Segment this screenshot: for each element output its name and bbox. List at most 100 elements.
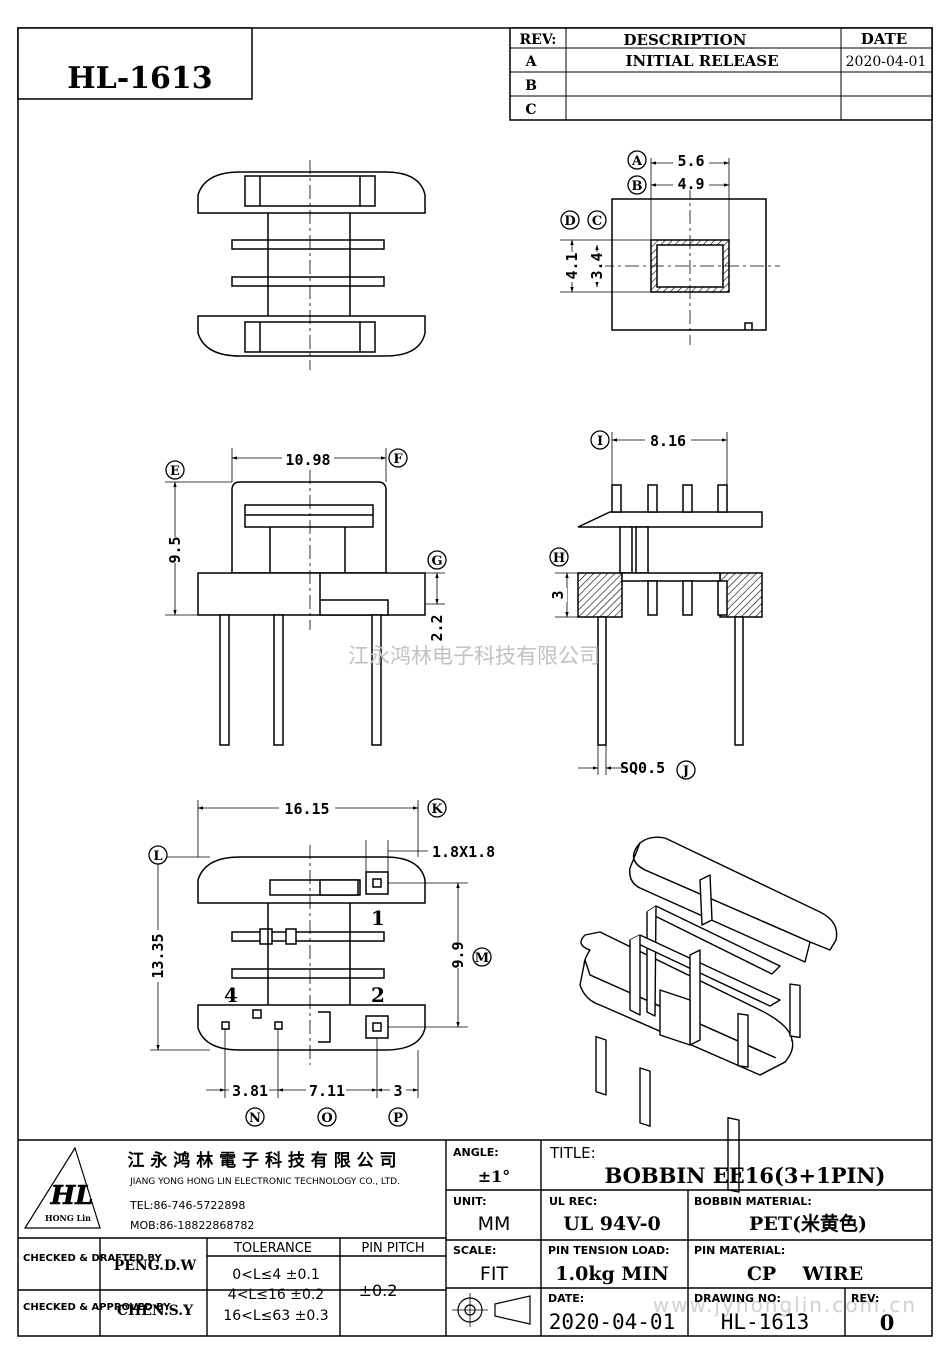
svg-text:A: A	[631, 154, 643, 169]
logo-letters: HL	[50, 1181, 94, 1211]
bottom-view	[197, 845, 426, 1065]
section-view-labels: 8.16 3 SQ0.5	[549, 432, 691, 777]
callout-markers: A B C D E F G H I J K L M N O P	[148, 150, 696, 1127]
unit-label: UNIT:	[453, 1195, 487, 1208]
ul-label: UL REC:	[549, 1195, 597, 1208]
tension-value: 1.0kg MIN	[555, 1263, 668, 1285]
pin-number-1: 1	[371, 906, 385, 930]
drawing-no-label: DRAWING NO:	[694, 1292, 781, 1305]
dim-c: 3.4	[588, 252, 606, 279]
tension-label: PIN TENSION LOAD:	[548, 1244, 670, 1257]
callout-j: J	[676, 760, 696, 780]
callout-i: I	[590, 430, 610, 450]
svg-text:N: N	[249, 1111, 261, 1126]
dim-a: 5.6	[677, 152, 704, 170]
svg-text:I: I	[597, 434, 603, 449]
svg-text:B: B	[632, 179, 643, 194]
side-view-labels: 10.98 9.5 2.2	[166, 451, 446, 642]
svg-text:M: M	[475, 951, 489, 966]
dim-e-f: 10.98	[285, 451, 330, 469]
sheet-border	[17, 27, 933, 1337]
svg-text:H: H	[553, 551, 565, 566]
front-view-top	[197, 160, 426, 370]
rev-a-date: 2020-04-01	[846, 54, 927, 70]
company-name-en: JIANG YONG HONG LIN ELECTRONIC TECHNOLOG…	[129, 1177, 400, 1187]
svg-text:F: F	[393, 452, 403, 467]
material-label: BOBBIN MATERIAL:	[694, 1195, 812, 1208]
svg-text:J: J	[682, 764, 689, 779]
pin-material-value: CP WIRE	[747, 1263, 863, 1285]
svg-text:O: O	[321, 1111, 332, 1126]
company-logo: HL HONG Lin	[23, 1146, 101, 1229]
end-view-top	[600, 185, 780, 345]
rev-b: B	[525, 78, 537, 94]
unit-value: MM	[478, 1213, 511, 1235]
callout-n: N	[245, 1107, 265, 1127]
svg-text:L: L	[153, 849, 162, 864]
date-label: DATE:	[548, 1292, 584, 1305]
pin-number-2: 2	[371, 983, 385, 1007]
rev-value: 0	[880, 1310, 895, 1335]
dim-h: 3	[549, 590, 567, 599]
dim-g: 2.2	[428, 614, 446, 641]
callout-h: H	[549, 547, 569, 567]
dim-pad: 1.8X1.8	[432, 843, 495, 861]
svg-text:K: K	[431, 802, 443, 817]
company-tel: TEL:86-746-5722898	[129, 1199, 245, 1212]
tolerance-row-1: 0<L≤4 ±0.1	[232, 1267, 320, 1283]
watermark-text: 江永鸿林电子科技有限公司	[348, 644, 600, 668]
svg-text:E: E	[170, 464, 180, 479]
rev-c: C	[525, 102, 536, 118]
dim-p: 3	[393, 1082, 402, 1100]
checked-approved-label: CHECKED & APPROVED BY	[23, 1302, 171, 1313]
rev-label: REV:	[851, 1292, 879, 1305]
dim-d: 4.1	[563, 252, 581, 279]
callout-g: G	[427, 550, 447, 570]
callout-o: O	[317, 1107, 337, 1127]
callout-b: B	[627, 175, 647, 195]
rev-header: REV:	[520, 32, 557, 48]
drawing-code-box: HL-1613	[17, 27, 253, 100]
svg-text:D: D	[564, 214, 575, 229]
checked-approved-value: CHEN.S.Y	[117, 1303, 194, 1319]
callout-f: F	[388, 448, 408, 468]
logo-subtext: HONG Lin	[45, 1213, 91, 1223]
tolerance-row-2: 4<L≤16 ±0.2	[228, 1287, 324, 1303]
dim-o: 7.11	[309, 1082, 345, 1100]
pin-number-4: 4	[224, 983, 238, 1007]
callout-m: M	[472, 947, 492, 967]
angle-label: ANGLE:	[453, 1146, 499, 1159]
callout-l: L	[148, 845, 168, 865]
dim-m: 9.9	[449, 941, 467, 968]
callout-k: K	[427, 798, 447, 818]
rev-a: A	[525, 54, 538, 70]
dim-k: 16.15	[284, 800, 329, 818]
callout-p: P	[388, 1107, 408, 1127]
svg-text:G: G	[431, 554, 442, 569]
dim-height: 9.5	[166, 536, 184, 563]
drawing-code: HL-1613	[67, 61, 212, 96]
description-header: DESCRIPTION	[624, 31, 747, 49]
side-view	[197, 470, 426, 746]
title-value: BOBBIN EE16(3+1PIN)	[605, 1163, 886, 1188]
dim-b: 4.9	[677, 175, 704, 193]
watermark-url: www.jyhonglin.com.cn	[653, 1293, 917, 1317]
projection-symbol-icon	[452, 1293, 531, 1327]
isometric-view	[579, 836, 838, 1193]
rev-a-description: INITIAL RELEASE	[625, 52, 778, 70]
pin-pitch-value: ±0.2	[359, 1281, 398, 1300]
company-mob: MOB:86-18822868782	[130, 1219, 254, 1232]
callout-d: D	[560, 210, 580, 230]
bottom-view-labels: 16.15 1.8X1.8 13.35 9.9 3.81 7.11 3 1 2 …	[149, 800, 495, 1100]
ul-value: UL 94V-0	[563, 1213, 660, 1235]
callout-c: C	[587, 210, 607, 230]
checked-drafted-value: PENG.D.W	[114, 1258, 197, 1274]
company-name-cn: 江 永 鸿 林 電 子 科 技 有 限 公 司	[127, 1150, 396, 1171]
dim-j: SQ0.5	[620, 759, 665, 777]
tolerance-label: TOLERANCE	[233, 1241, 312, 1256]
revision-table: REV: DESCRIPTION DATE A INITIAL RELEASE …	[509, 27, 933, 121]
callout-e: E	[165, 460, 185, 480]
section-view	[577, 484, 763, 746]
dim-n: 3.81	[232, 1082, 268, 1100]
angle-value: ±1°	[478, 1167, 511, 1186]
